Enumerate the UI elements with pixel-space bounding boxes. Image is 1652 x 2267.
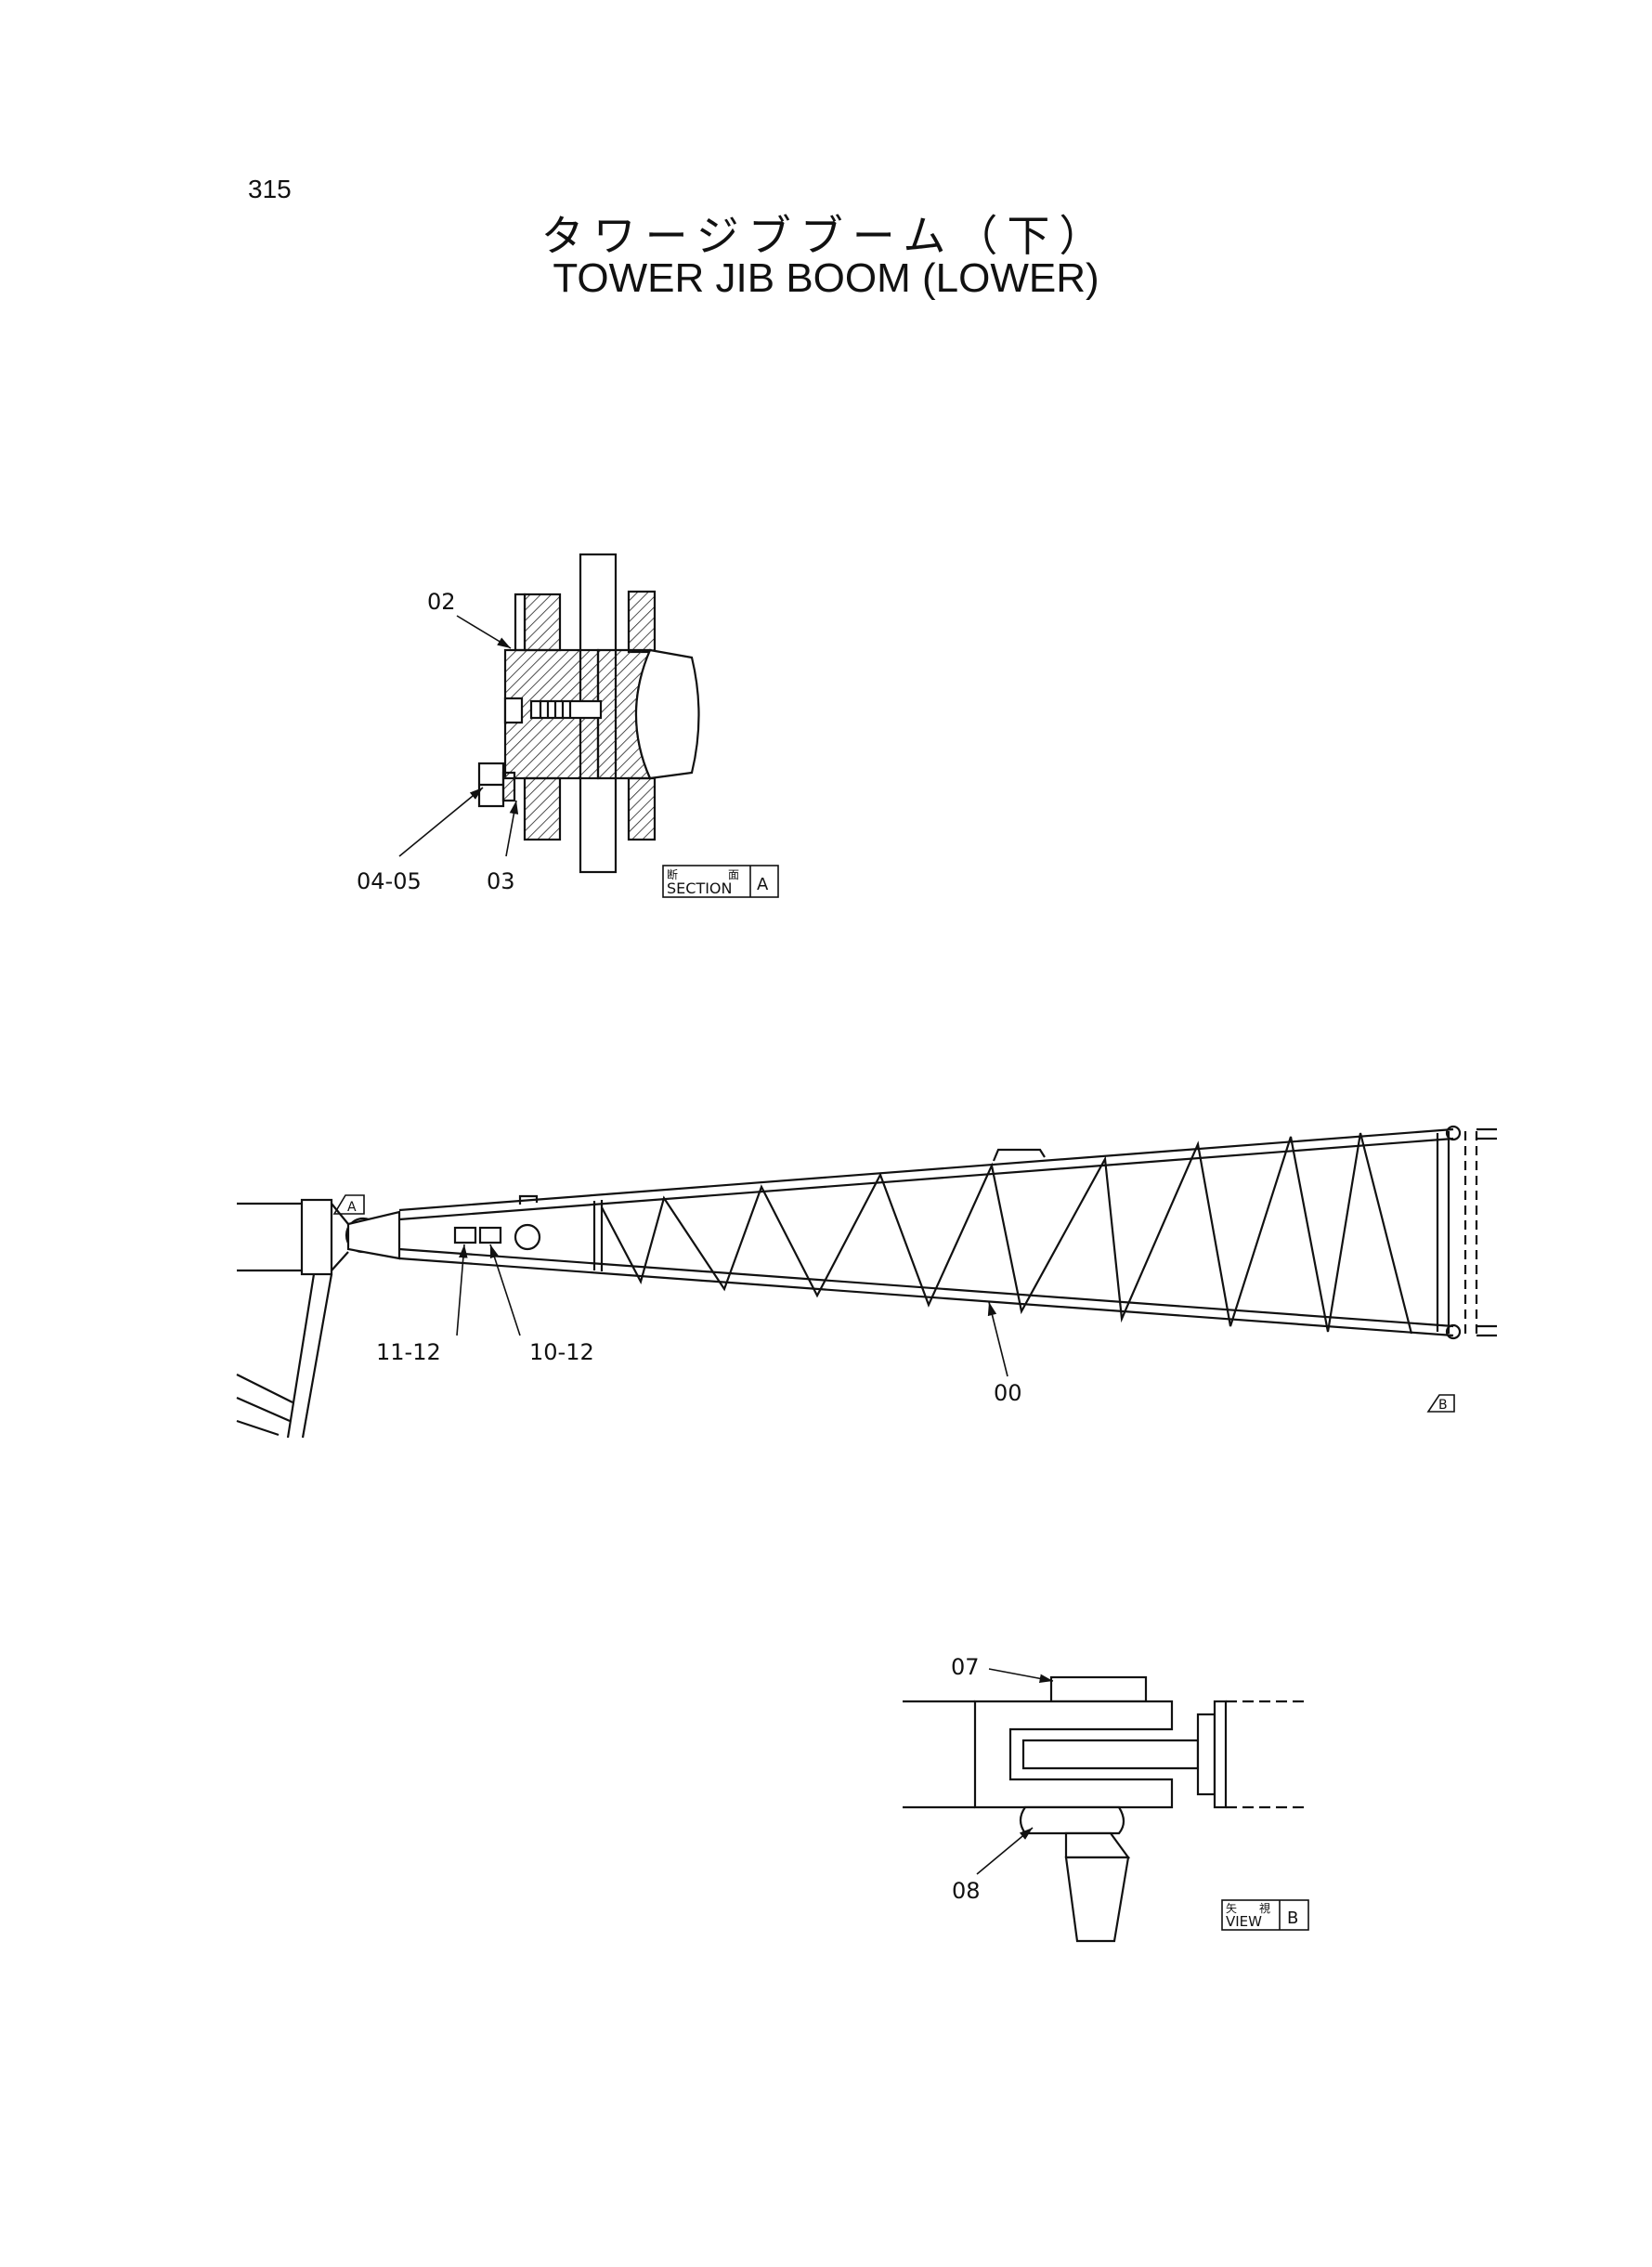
view-b-kanji-left: 矢 <box>1226 1902 1237 1915</box>
boom-leaders <box>456 1244 1008 1377</box>
marker-a: A <box>332 1194 365 1215</box>
view-b-leaders <box>976 1668 1054 1875</box>
view-b-detail <box>903 1675 1307 1943</box>
section-a-leaders <box>398 615 519 857</box>
section-a-label: 断 面 SECTION A <box>662 865 779 898</box>
view-b-letter: B <box>1287 1909 1298 1928</box>
view-b-label: 矢 視 VIEW B <box>1221 1899 1309 1931</box>
callout-00: 00 <box>994 1380 1022 1406</box>
callout-10-12: 10-12 <box>529 1339 594 1365</box>
title-japanese: タワージブブーム（下） <box>540 211 1112 261</box>
section-a-detail <box>477 553 700 874</box>
callout-03: 03 <box>487 868 515 894</box>
callout-11-12: 11-12 <box>376 1339 441 1365</box>
callout-07: 07 <box>951 1654 980 1680</box>
page-number: 315 <box>248 175 292 203</box>
section-a-letter: A <box>757 875 769 894</box>
view-b-kanji-right: 視 <box>1259 1901 1270 1915</box>
jib-boom <box>236 1125 1497 1439</box>
section-a-text: SECTION <box>667 879 733 897</box>
marker-a-letter: A <box>347 1200 357 1215</box>
section-a-kanji-right: 面 <box>728 868 739 881</box>
marker-b-letter: B <box>1438 1398 1448 1413</box>
marker-b: B <box>1426 1394 1455 1413</box>
view-b-text: VIEW <box>1226 1913 1262 1930</box>
callout-02: 02 <box>427 589 456 615</box>
section-a-kanji-left: 断 <box>667 867 678 881</box>
callout-04-05: 04-05 <box>357 868 422 894</box>
title-english: TOWER JIB BOOM (LOWER) <box>553 255 1099 301</box>
callout-08: 08 <box>952 1878 981 1904</box>
